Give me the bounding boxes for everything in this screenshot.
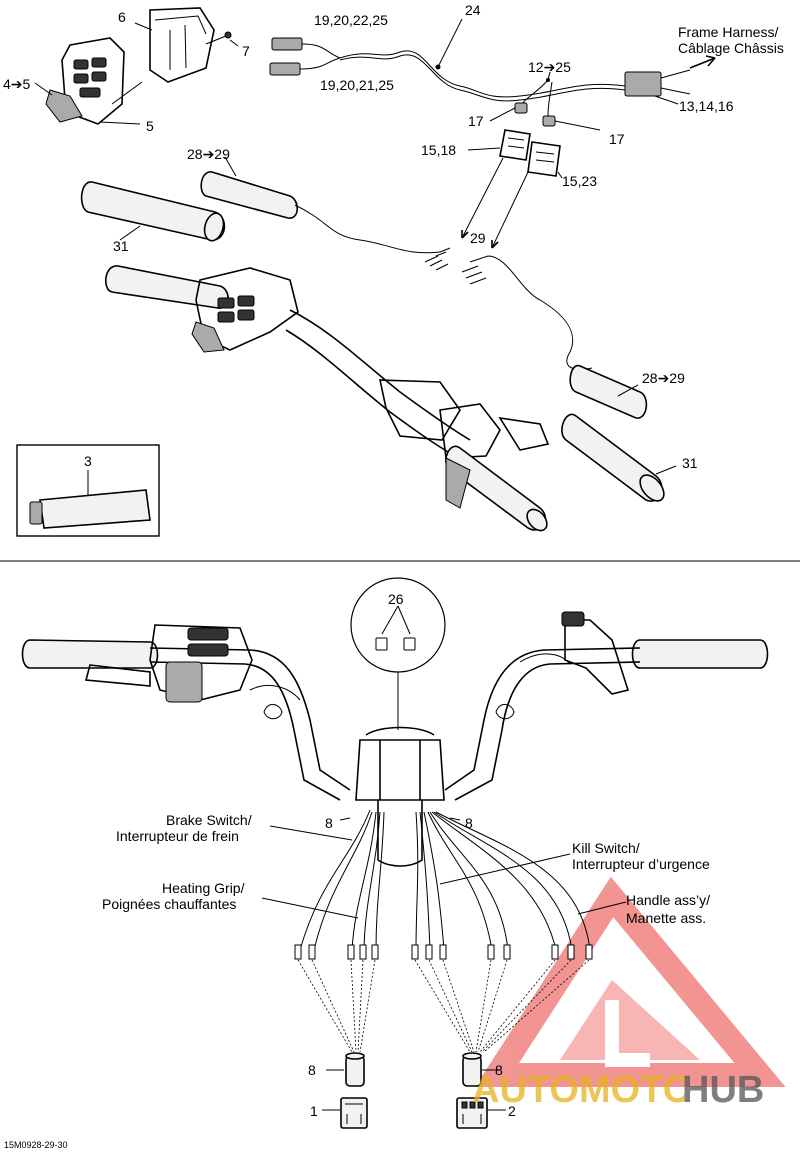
watermark-brand-b: HUB xyxy=(682,1069,764,1111)
callout-6: 6 xyxy=(118,9,126,25)
callout-8-right: 8 xyxy=(465,815,473,831)
callout-8-bottom-right: 8 xyxy=(495,1062,503,1078)
callout-13-14-16: 13,14,16 xyxy=(679,98,734,114)
callout-4-to-5: 4➔5 xyxy=(3,76,31,92)
handlebar-assembly-top xyxy=(105,265,550,532)
figure-code: 15M0928-29-30 xyxy=(4,1140,68,1150)
callout-17-left: 17 xyxy=(468,113,484,129)
handle-assy-label-en: Handle ass’y/ xyxy=(626,892,710,908)
heating-grip-label-fr: Poignées chauffantes xyxy=(102,896,236,912)
callout-1: 1 xyxy=(310,1103,318,1119)
heated-grip-right xyxy=(561,365,677,502)
callout-2: 2 xyxy=(508,1103,516,1119)
heated-grip-right-wire xyxy=(461,255,593,370)
kill-switch-label-en: Kill Switch/ xyxy=(572,840,640,856)
callout-3: 3 xyxy=(84,453,92,469)
kill-switch-label-fr: Interrupteur d’urgence xyxy=(572,856,710,872)
connector-pair-harness xyxy=(269,18,716,249)
handlebar-front-view xyxy=(21,611,769,867)
heated-grip-top xyxy=(80,156,451,271)
callout-8-left: 8 xyxy=(325,815,333,831)
frame-harness-label-en: Frame Harness/ xyxy=(678,24,778,40)
callout-17-right: 17 xyxy=(609,131,625,147)
callout-19-20-22-25: 19,20,22,25 xyxy=(314,12,388,28)
handle-assy-label-fr: Manette ass. xyxy=(626,910,706,926)
callout-12-to-25: 12➔25 xyxy=(528,59,571,75)
left-switch-housing xyxy=(34,7,239,125)
wire-bundle xyxy=(261,809,627,1053)
brake-switch-label-en: Brake Switch/ xyxy=(166,812,252,828)
brake-switch-label-fr: Interrupteur de frein xyxy=(116,828,239,844)
callout-29: 29 xyxy=(470,230,486,246)
callout-28-to-29-right: 28➔29 xyxy=(642,370,685,386)
frame-harness-label-fr: Câblage Châssis xyxy=(678,40,784,56)
watermark-wordmark: AUTOMOTO HUB xyxy=(472,1069,764,1111)
callout-19-20-21-25: 19,20,21,25 xyxy=(320,77,394,93)
callout-15-23: 15,23 xyxy=(562,173,597,189)
callout-7: 7 xyxy=(242,43,250,59)
watermark-logo xyxy=(474,876,786,1087)
inset-sealant-box xyxy=(16,444,160,537)
callout-28-to-29-top: 28➔29 xyxy=(187,146,230,162)
callout-8-bottom-left: 8 xyxy=(308,1062,316,1078)
connector-bodies xyxy=(322,1052,506,1129)
callout-5: 5 xyxy=(146,118,154,134)
callout-24: 24 xyxy=(465,2,481,18)
callout-15-18: 15,18 xyxy=(421,142,456,158)
callout-31-right: 31 xyxy=(682,455,698,471)
callout-labels: 6 7 4➔5 5 19,20,22,25 19,20,21,25 24 Fra… xyxy=(3,2,784,1150)
callout-26: 26 xyxy=(388,591,404,607)
callout-31-top: 31 xyxy=(113,238,129,254)
heating-grip-label-en: Heating Grip/ xyxy=(162,880,245,896)
watermark-brand-a: AUTOMOTO xyxy=(472,1069,692,1111)
detail-circle-26 xyxy=(350,577,446,730)
